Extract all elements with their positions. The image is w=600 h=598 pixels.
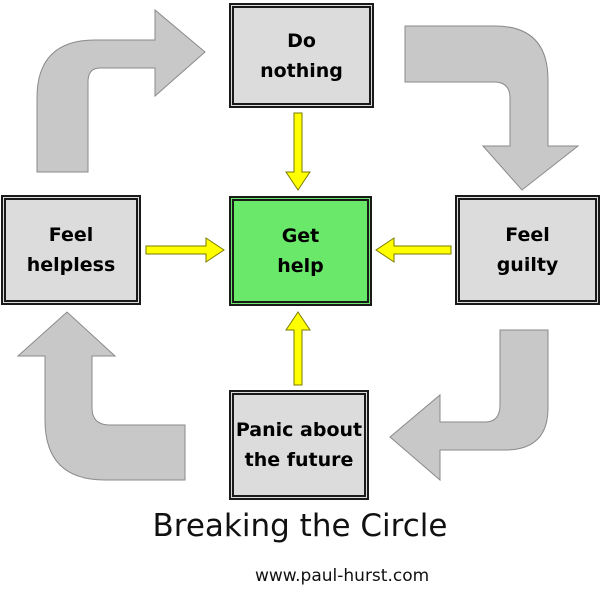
node-label-line: Feel [48,224,94,246]
diagram-title: Breaking the Circle [152,508,448,544]
node-label-line: Do [287,29,316,52]
yellow-arrow-helpless-to-help [145,237,225,263]
node-label-line: helpless [26,254,116,276]
yellow-arrow-panic-to-help [285,311,311,386]
node-label-line: nothing [260,59,343,82]
node-label-line: Panic about [235,419,363,441]
node-label-line: guilty [496,254,559,276]
node-label-line: help [277,255,324,277]
curved-arrow-nothing-to-guilty [404,25,580,191]
node-label-line: the future [244,449,354,471]
node-label-line: Feel [505,224,550,246]
node-feel-helpless: Feel helpless [1,195,141,305]
yellow-arrow-guilty-to-help [375,237,452,263]
node-get-help: Get help [229,196,372,306]
website-url: www.paul-hurst.com [255,566,430,586]
yellow-arrow-nothing-to-help [285,112,311,191]
node-feel-guilty: Feel guilty [455,195,600,305]
curved-arrow-guilty-to-panic [389,329,549,482]
curved-arrow-panic-to-helpless [16,311,186,481]
curved-arrow-helpless-to-nothing [36,8,206,173]
node-do-nothing: Do nothing [229,3,374,108]
node-panic-about-future: Panic about the future [229,390,369,500]
node-label-line: Get [281,225,320,247]
